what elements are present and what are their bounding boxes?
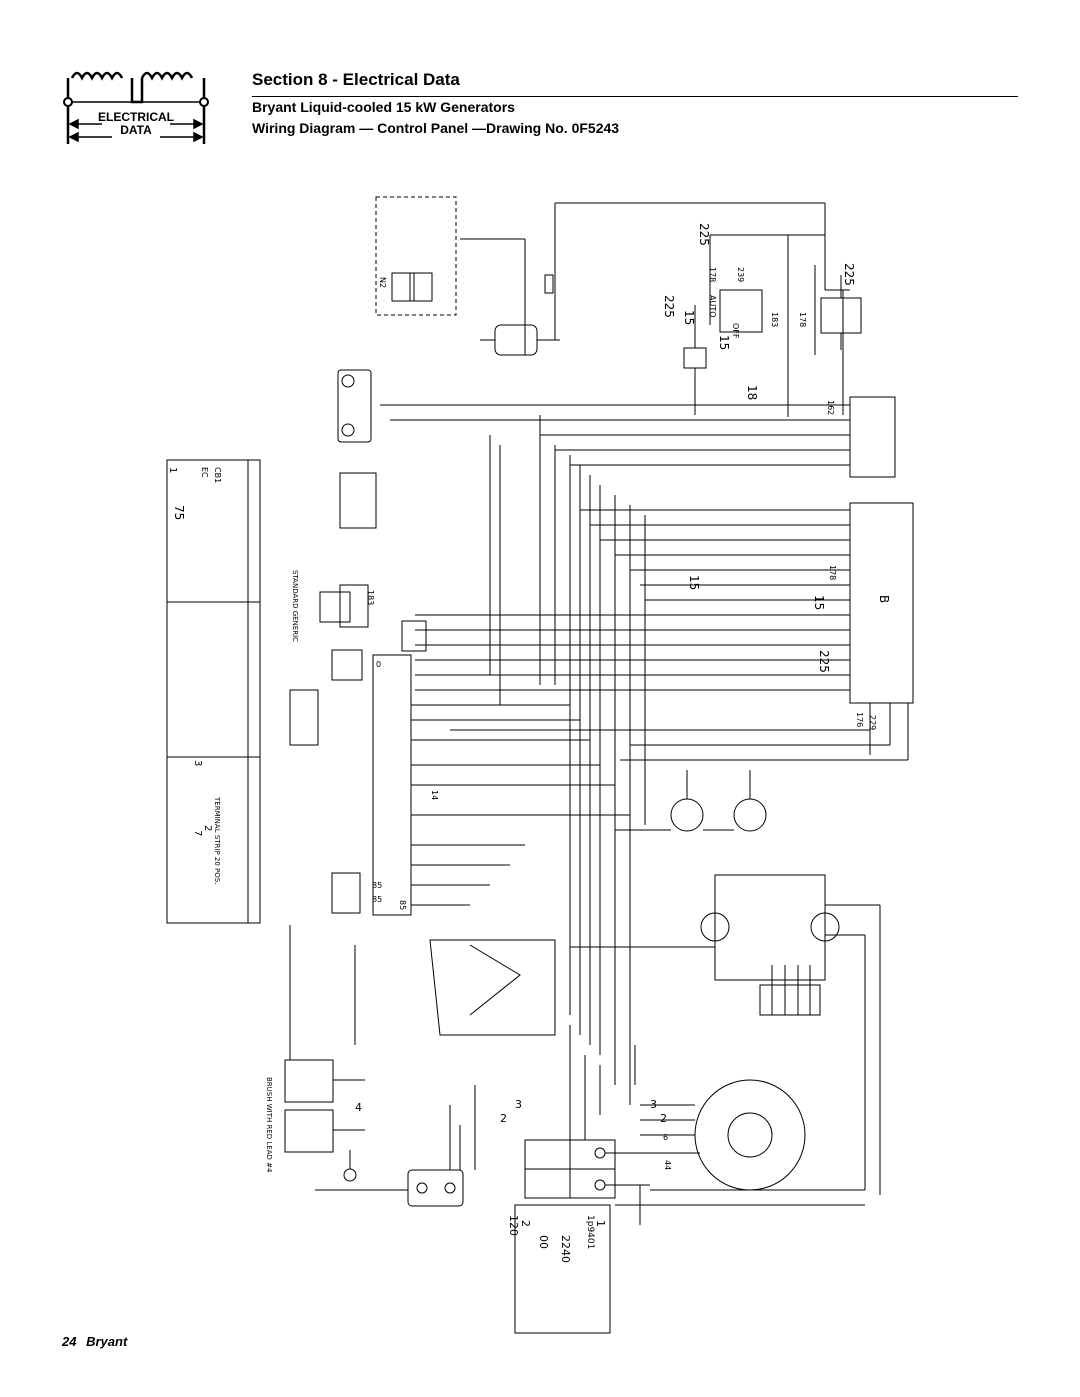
switch-off-label: OFF (731, 323, 740, 339)
wire-label-183-a: 183 (770, 312, 779, 327)
wire-label-178-b: 178 (798, 312, 807, 327)
engine-controller (714, 874, 826, 981)
page-number: 24 (62, 1334, 77, 1349)
breaker-label-120: 120 (507, 1215, 520, 1236)
relay-enclosure (375, 196, 457, 316)
wire-label-162: 162 (826, 400, 835, 415)
subtitle-2: Wiring Diagram — Control Panel —Drawing … (252, 120, 620, 136)
page-footer: 24 Bryant (62, 1334, 127, 1349)
brush-label: BRUSH WITH RED LEAD #4 (265, 1077, 273, 1173)
wire-label-239: 239 (736, 267, 745, 282)
wire-label-229: 229 (868, 715, 877, 730)
breaker-label-2240: 2240 (559, 1235, 572, 1263)
cb1-label: CB1 (213, 467, 222, 483)
wire-label-225-a: 225 (697, 223, 711, 246)
wire-label-225-c: 225 (662, 295, 676, 318)
terminal-strip-label: TERMINAL STRIP 20 POS. (213, 796, 221, 884)
breaker-label-00: 00 (537, 1235, 550, 1249)
wire-label-178-a: 178 (708, 267, 717, 282)
electrical-data-logo: ELECTRICAL DATA (62, 64, 212, 154)
logo-line-2: DATA (120, 123, 152, 137)
bottom-label-2a: 2 (500, 1112, 507, 1125)
wire-label-85-a: 85 (372, 881, 382, 890)
panel-label-3: 3 (192, 760, 203, 766)
wire-label-85-b: 85 (372, 895, 382, 904)
wire-label-44: 44 (663, 1160, 672, 1170)
wire-label-14: 14 (430, 790, 439, 800)
panel-label-1: 1 (167, 467, 178, 473)
controller-board (372, 654, 412, 916)
stator (694, 1079, 806, 1191)
wire-label-18: 18 (745, 385, 759, 400)
component-2 (319, 591, 351, 623)
wire-label-85-c: 85 (398, 900, 407, 910)
bottom-label-4: 4 (355, 1101, 362, 1114)
wire-label-15-a: 15 (682, 310, 696, 325)
wire-label-225-b: 225 (842, 263, 856, 286)
bottom-label-3a: 3 (515, 1098, 522, 1111)
left-panel-box (166, 459, 261, 924)
header-rule (252, 96, 1018, 97)
breaker-id-label: 1р9401 (585, 1215, 595, 1249)
wire-label-0: 0 (376, 660, 381, 669)
standard-generic-label: STANDARD GENERIC (291, 570, 299, 642)
bottom-label-2b: 2 (660, 1112, 667, 1125)
wire-label-225-d: 225 (817, 650, 831, 673)
subtitle-1: Bryant Liquid-cooled 15 kW Generators (252, 99, 515, 115)
bottom-label-3b: 3 (650, 1098, 657, 1111)
lamp-1 (670, 798, 704, 832)
wire-label-178-c: 178 (828, 565, 837, 580)
lamp-2 (733, 798, 767, 832)
panel-label-7: 7 (192, 830, 203, 836)
breaker-label-1: 1 (594, 1220, 607, 1227)
wire-label-6: 6 (663, 1133, 668, 1142)
terminal-block-b-label: B (877, 595, 891, 603)
section-title: Section 8 - Electrical Data (252, 70, 460, 89)
wiring-diagram-svg: 225 225 225 225 178 178 178 239 183 183 … (166, 196, 914, 1334)
wire-label-15-c: 15 (687, 575, 701, 590)
panel-label-75: 75 (172, 505, 186, 520)
footer-brand: Bryant (86, 1334, 128, 1349)
logo-line-1: ELECTRICAL (98, 110, 174, 124)
brush-holder-1 (284, 1059, 334, 1103)
wire-label-15-d: 15 (812, 595, 826, 610)
wire-label-176: 176 (855, 712, 864, 727)
ec-label: EC (200, 467, 209, 478)
relay-n2-label: N2 (378, 277, 387, 288)
wire-label-15-b: 15 (717, 335, 731, 350)
wire-label-183-b: 183 (366, 590, 375, 605)
wiring-diagram: 225 225 225 225 178 178 178 239 183 183 … (160, 185, 1060, 1335)
breaker-label-2: 2 (519, 1220, 532, 1227)
switch-auto-label: AUTO (708, 295, 717, 318)
panel-label-2: 2 (202, 825, 213, 831)
brush-holder-2 (284, 1109, 334, 1153)
